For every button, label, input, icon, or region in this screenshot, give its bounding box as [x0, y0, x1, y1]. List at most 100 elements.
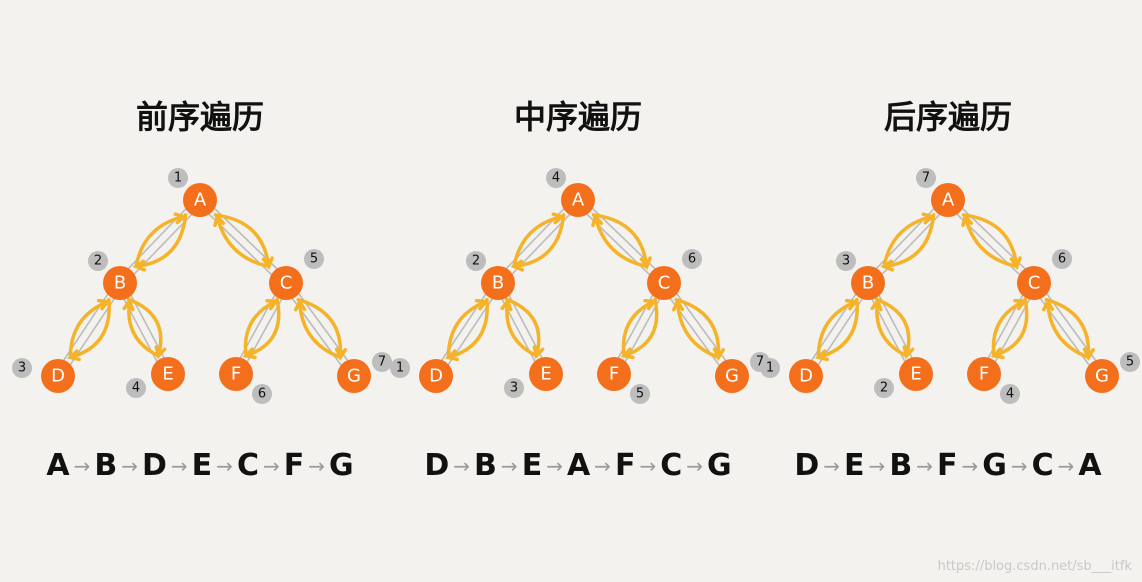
traversal-arrow: [504, 297, 541, 358]
svg-text:G: G: [1095, 366, 1109, 387]
svg-text:A: A: [572, 190, 585, 211]
traversal-arrow: [126, 297, 163, 358]
tree-edge: [1030, 284, 1100, 379]
svg-text:C: C: [280, 273, 293, 294]
arrow-right-icon: →: [546, 453, 563, 478]
tree-edge: [494, 196, 576, 281]
order-badge: 5: [304, 249, 324, 269]
svg-text:4: 4: [132, 381, 140, 396]
sequence-letter: A: [46, 448, 70, 483]
arrow-right-icon: →: [916, 453, 933, 478]
arrow-head: [961, 213, 974, 228]
order-badge: 5: [630, 384, 650, 404]
traversal-arrow: [243, 299, 278, 358]
arrow-head: [844, 298, 859, 311]
svg-text:2: 2: [94, 254, 102, 269]
traversal-arrow: [127, 299, 161, 358]
traversal-arrow: [621, 299, 656, 358]
svg-text:1: 1: [766, 361, 774, 376]
traversal-arrow: [882, 214, 934, 269]
tree-node-b: B: [481, 266, 515, 300]
svg-text:6: 6: [1058, 252, 1066, 267]
arrow-head: [1013, 298, 1028, 311]
sequence-letter: D: [142, 448, 167, 483]
tree-edge: [60, 284, 124, 379]
tree-edge: [979, 280, 1032, 373]
svg-text:C: C: [658, 273, 671, 294]
order-badge: 3: [504, 378, 524, 398]
tree-node-f: F: [967, 357, 1001, 391]
tree-edge: [196, 202, 284, 287]
sequence-letter: F: [283, 448, 305, 483]
order-badge: 6: [1052, 249, 1072, 269]
tree-node-c: C: [1017, 266, 1051, 300]
traversal-sequence: A→B→D→E→C→F→G: [10, 448, 390, 483]
order-badge: 4: [126, 378, 146, 398]
tree-node-d: D: [789, 359, 823, 393]
sequence-letter: C: [236, 448, 259, 483]
tree-node-g: G: [337, 359, 371, 393]
svg-text:6: 6: [258, 387, 266, 402]
arrow-head: [551, 212, 566, 225]
tree-edge: [288, 280, 358, 375]
tree-edge: [493, 284, 544, 377]
arrow-head: [96, 298, 111, 311]
svg-text:3: 3: [510, 381, 518, 396]
svg-text:7: 7: [378, 355, 386, 370]
tree-edge: [802, 280, 866, 375]
arrow-right-icon: →: [308, 453, 325, 478]
sequence-letter: D: [424, 448, 450, 483]
traversal-arrow: [875, 299, 909, 358]
tree-node-a: A: [183, 183, 217, 217]
traversal-arrow: [874, 297, 911, 358]
tree-edge: [238, 284, 291, 377]
sequence-letter: F: [614, 448, 636, 483]
tree-edge: [116, 196, 198, 281]
svg-text:2: 2: [472, 254, 480, 269]
traversal-arrow: [992, 297, 1029, 358]
arrow-head: [921, 212, 936, 225]
panel-title: 后序遍历: [883, 98, 1012, 136]
traversal-arrow: [213, 213, 271, 269]
traversal-arrow: [297, 299, 343, 360]
traversal-arrow: [1044, 297, 1091, 360]
svg-text:F: F: [609, 364, 619, 385]
tree-edge: [986, 284, 1039, 377]
arrow-head: [591, 213, 604, 228]
sequence-letter: E: [521, 448, 543, 483]
traversal-arrow: [882, 213, 936, 269]
traversal-arrow: [961, 213, 1019, 269]
panel-title: 前序遍历: [135, 98, 264, 136]
sequence-letter: G: [329, 448, 354, 483]
order-badge: 1: [168, 168, 188, 188]
arrow-right-icon: →: [868, 453, 886, 478]
traversal-arrow: [68, 297, 111, 360]
svg-text:D: D: [429, 366, 443, 387]
tree-node-e: E: [899, 357, 933, 391]
arrow-head: [213, 213, 226, 228]
tree-edge: [500, 280, 551, 373]
arrow-right-icon: →: [262, 453, 280, 478]
tree-edge: [202, 196, 290, 281]
arrow-right-icon: →: [686, 453, 703, 478]
arrow-right-icon: →: [500, 453, 518, 478]
order-badge: 2: [88, 251, 108, 271]
arrow-right-icon: →: [1057, 453, 1075, 478]
tree-edge: [500, 202, 582, 287]
traversal-arrow: [963, 214, 1019, 269]
traversal-arrow: [215, 214, 271, 269]
arrow-head: [1041, 297, 1055, 312]
tree-edge: [438, 284, 502, 379]
tree-node-c: C: [269, 266, 303, 300]
order-badge: 5: [1120, 352, 1140, 372]
svg-text:5: 5: [310, 252, 318, 267]
svg-text:B: B: [114, 273, 126, 294]
svg-text:3: 3: [842, 254, 850, 269]
order-badge: 3: [12, 358, 32, 378]
tree-node-c: C: [647, 266, 681, 300]
svg-text:5: 5: [636, 387, 644, 402]
tree-node-f: F: [597, 357, 631, 391]
